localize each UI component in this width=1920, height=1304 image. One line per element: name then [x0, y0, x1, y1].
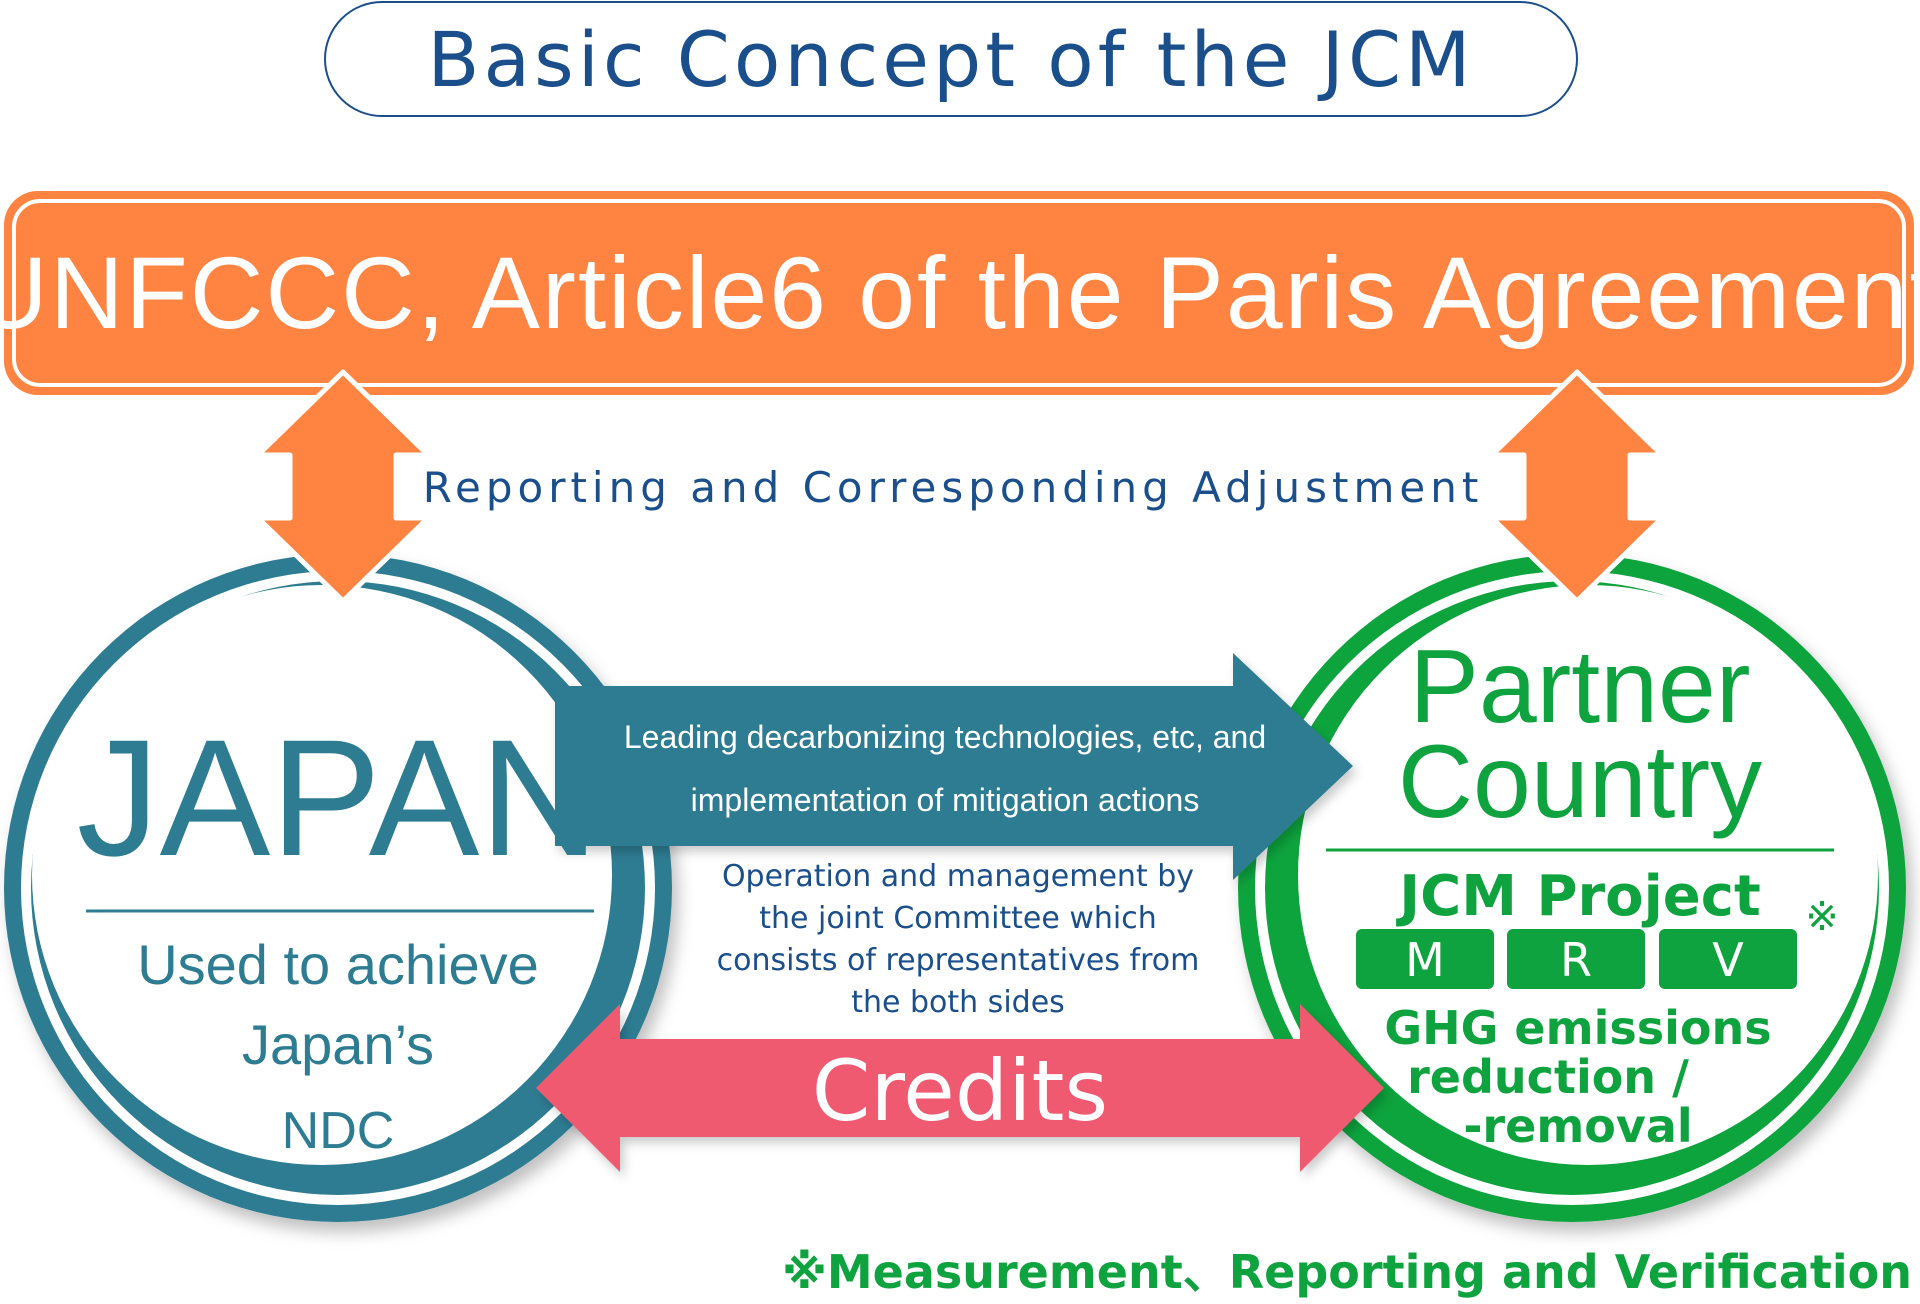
japan-desc-line-2: Japan’s	[242, 1013, 434, 1076]
technology-arrow	[555, 653, 1353, 880]
credits-arrow	[536, 1004, 1384, 1172]
committee-line-2: the joint Committee which	[759, 901, 1157, 936]
mrv-box-r	[1507, 929, 1645, 989]
result-line-2: reduction /	[1407, 1050, 1689, 1104]
mrv-footnote: ※Measurement、Reporting and Verification	[782, 1245, 1912, 1299]
credits-label: Credits	[812, 1042, 1108, 1140]
mrv-box-m	[1356, 929, 1494, 989]
partner-name-line-1: Partner	[1409, 629, 1750, 745]
committee-line-3: consists of representatives from	[717, 943, 1200, 978]
reporting-arrow-right	[1489, 369, 1665, 604]
partner-circle	[1238, 554, 1906, 1222]
technology-line-2: implementation of mitigation actions	[691, 782, 1200, 818]
committee-line-1: Operation and management by	[722, 859, 1194, 894]
mrv-letter-v: V	[1712, 933, 1744, 987]
japan-name: JAPAN	[77, 706, 600, 891]
japan-desc-line-3: NDC	[282, 1102, 395, 1160]
jcm-project-label: JCM Project	[1395, 864, 1760, 929]
mrv-box-v	[1659, 929, 1797, 989]
result-line-1: GHG emissions	[1384, 1001, 1771, 1055]
mrv-letter-m: M	[1405, 933, 1445, 987]
framework-label: UNFCCC, Article6 of the Paris Agreement	[0, 236, 1920, 350]
reporting-arrow-left	[255, 369, 431, 604]
diagram-title: Basic Concept of the JCM	[427, 15, 1474, 104]
partner-name-line-2: Country	[1398, 724, 1762, 840]
japan-circle	[4, 554, 672, 1222]
framework-bar: UNFCCC, Article6 of the Paris Agreement	[0, 191, 1920, 395]
mrv-letter-r: R	[1560, 933, 1592, 987]
result-line-3: -removal	[1463, 1099, 1692, 1153]
title-box: Basic Concept of the JCM	[324, 1, 1578, 117]
japan-desc-line-1: Used to achieve	[137, 933, 539, 996]
mrv-footnote-mark: ※	[1805, 894, 1839, 940]
committee-text: Operation and management by the joint Co…	[717, 859, 1200, 1020]
technology-line-1: Leading decarbonizing technologies, etc,…	[624, 719, 1266, 755]
mrv-boxes: M R V	[1356, 929, 1797, 989]
reporting-label: Reporting and Corresponding Adjustment	[423, 463, 1484, 512]
committee-line-4: the both sides	[851, 985, 1065, 1020]
